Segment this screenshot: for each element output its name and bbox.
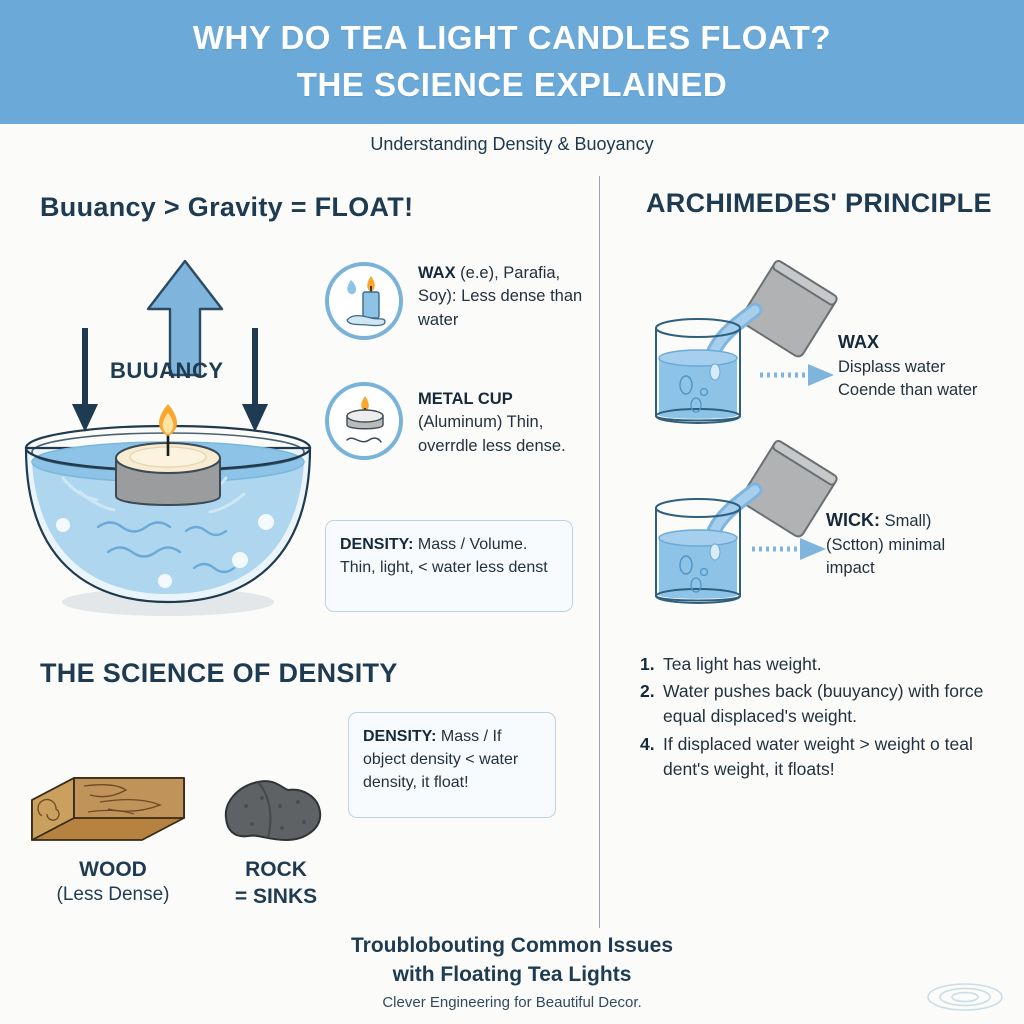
step-text: Tea light has weight.: [663, 654, 822, 674]
arrow-right-icon-2: [752, 538, 826, 560]
archimedes-wick-sub: Small): [879, 512, 932, 530]
archimedes-wax-title: WAX: [838, 332, 880, 352]
list-item: 2. Water pushes back (buuyancy) with for…: [640, 679, 1020, 729]
density-heading: THE SCIENCE OF DENSITY: [40, 658, 398, 688]
archimedes-heading: ARCHIMEDES' PRINCIPLE: [646, 188, 992, 218]
metal-cup-callout-body: (Aluminum) Thin, overrdle less dense.: [418, 413, 566, 455]
title-line-2: THE SCIENCE EXPLAINED: [296, 66, 728, 103]
buoyancy-heading: Buuancy > Gravity = FLOAT!: [40, 192, 414, 222]
rock-label: ROCK = SINKS: [206, 856, 346, 911]
footer-line-2: with Floating Tea Lights: [392, 962, 632, 986]
archimedes-steps-list: 1. Tea light has weight. 2. Water pushes…: [640, 652, 1020, 784]
density-box-bottom-title: DENSITY:: [363, 728, 437, 745]
step-number: 2.: [640, 681, 655, 702]
wood-block-icon: [31, 777, 185, 841]
density-box-bottom-body: Mass / If object density < water density…: [363, 728, 519, 792]
density-box-bottom: DENSITY: Mass / If object density < wate…: [348, 712, 556, 818]
step-number: 1.: [640, 654, 655, 674]
subtitle: Understanding Density & Buoyancy: [370, 134, 654, 154]
list-item: 4. If displaced water weight > weight o …: [640, 732, 1020, 782]
wax-callout-title: WAX: [418, 264, 456, 282]
pouring-beaker-illustration-2: [655, 439, 838, 604]
archimedes-wax-line-2: Coende than water: [838, 380, 978, 399]
density-box-left: DENSITY: Mass / Volume. Thin, light, < w…: [325, 520, 573, 612]
title-line-1: WHY DO TEA LIGHT CANDLES FLOAT?: [192, 19, 832, 57]
header-banner: WHY DO TEA LIGHT CANDLES FLOAT? THE SCIE…: [0, 0, 1024, 124]
gravity-arrow-right-icon: [242, 328, 268, 432]
tealight-icon: [346, 396, 384, 443]
metal-cup-callout: METAL CUP (Aluminum) Thin, overrdle less…: [418, 388, 600, 458]
archimedes-wick-line-3: impact: [826, 558, 875, 577]
density-box-left-body: Mass / Volume. Thin, light, < water less…: [340, 536, 548, 577]
gravity-arrow-left-icon: [72, 328, 98, 432]
wood-label-title: WOOD: [79, 858, 147, 881]
archimedes-wick-callout: WICK: Small) (Sctton) minimal impact: [826, 508, 1024, 580]
wood-label: WOOD (Less Dense): [38, 856, 188, 908]
step-text: If displaced water weight > weight o tea…: [663, 733, 973, 779]
step-number: 4.: [640, 733, 655, 754]
pouring-beaker-illustration-1: [655, 259, 838, 424]
archimedes-wax-line-1: Displass water: [838, 357, 946, 376]
buoyancy-up-arrow-icon: [146, 259, 224, 377]
buoyancy-arrow-label: BUUANCY: [110, 358, 224, 383]
metal-cup-callout-title: METAL CUP: [418, 390, 513, 408]
step-text: Water pushes back (buuyancy) with force …: [663, 681, 984, 727]
density-box-left-title: DENSITY:: [340, 536, 414, 553]
wax-callout-body: (e.e), Parafia, Soy): Less dense than wa…: [418, 264, 583, 329]
ripple-watermark-icon: [927, 983, 1003, 1011]
candle-icon: [346, 276, 386, 327]
wax-callout: WAX (e.e), Parafia, Soy): Less dense tha…: [418, 262, 593, 332]
column-divider: [599, 176, 600, 928]
wax-icon-circle: [325, 262, 403, 340]
arrow-right-icon-1: [760, 364, 834, 386]
archimedes-wick-line-1: WICK: Small): [826, 508, 1024, 534]
list-item: 1. Tea light has weight.: [640, 652, 1020, 677]
bowl-with-floating-tealight-illustration: [24, 404, 312, 616]
rock-label-sub: = SINKS: [234, 885, 318, 909]
archimedes-wick-title: WICK:: [826, 510, 880, 530]
footer: Troublobouting Common Issues with Floati…: [0, 932, 1024, 1011]
rock-label-title: ROCK: [245, 858, 307, 881]
wood-label-sub: (Less Dense): [56, 884, 170, 906]
archimedes-wick-line-2: (Sctton) minimal: [826, 535, 946, 554]
rock-icon: [224, 780, 322, 841]
archimedes-wax-callout: WAX Displass water Coende than water: [838, 330, 1024, 402]
footer-line-1: Troublobouting Common Issues: [351, 934, 673, 957]
footer-line-3: Clever Engineering for Beautiful Decor.: [382, 993, 642, 1011]
